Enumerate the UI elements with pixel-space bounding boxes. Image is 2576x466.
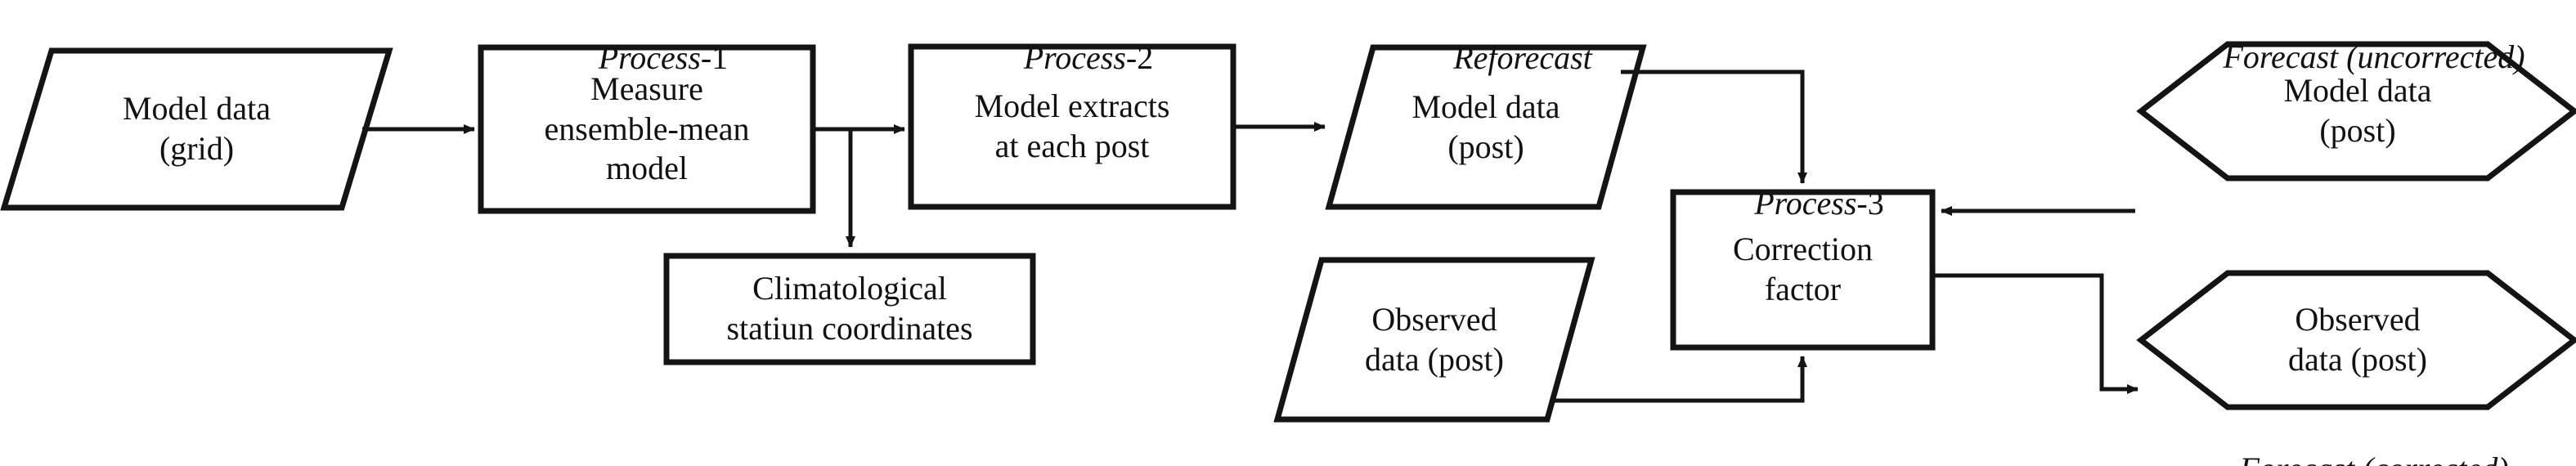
node-model-extracts-at-each-post-shape (908, 43, 1236, 210)
node-observed-data-post-forecast-shape (2136, 270, 2576, 410)
caption-process-1: Process-1 (481, 4, 813, 112)
node-model-data-post-reforecast-shape (1325, 44, 1647, 210)
caption-process-2-italic: Process (1023, 39, 1126, 76)
node-observed-data-post-input-shape (1273, 257, 1595, 423)
caption-process-3-italic: Process (1754, 185, 1857, 222)
caption-forecast-uncorrected: Forecast (uncorrected) (2141, 3, 2574, 111)
caption-process-2-upright: -2 (1125, 39, 1154, 76)
caption-process-1-upright: -1 (700, 39, 729, 76)
caption-process-3: Process-3 (1673, 150, 1932, 258)
caption-reforecast-italic: Reforecast (1453, 39, 1592, 76)
caption-forecast-corrected-text: Forecast (corrected) (2239, 450, 2508, 466)
caption-forecast-uncorrected-text: Forecast (uncorrected) (2223, 38, 2525, 75)
caption-process-1-italic: Process (598, 39, 701, 76)
caption-process-3-upright: -3 (1856, 185, 1884, 222)
edge-process3-to-corrected (1932, 273, 2138, 394)
caption-process-2: Process-2 (911, 4, 1233, 112)
edge-observed-to-process3 (1551, 356, 1807, 403)
node-model-data-grid-shape (0, 47, 393, 211)
node-model-data-post-forecast-shape (2136, 41, 2576, 181)
caption-forecast-corrected: Forecast (corrected) (2141, 415, 2574, 466)
node-climatological-station-coordinates-shape (663, 253, 1036, 365)
caption-reforecast: Reforecast (1349, 4, 1663, 112)
node-correction-factor-shape (1670, 189, 1936, 351)
edge-reforecast-to-process3 (1621, 69, 1807, 184)
